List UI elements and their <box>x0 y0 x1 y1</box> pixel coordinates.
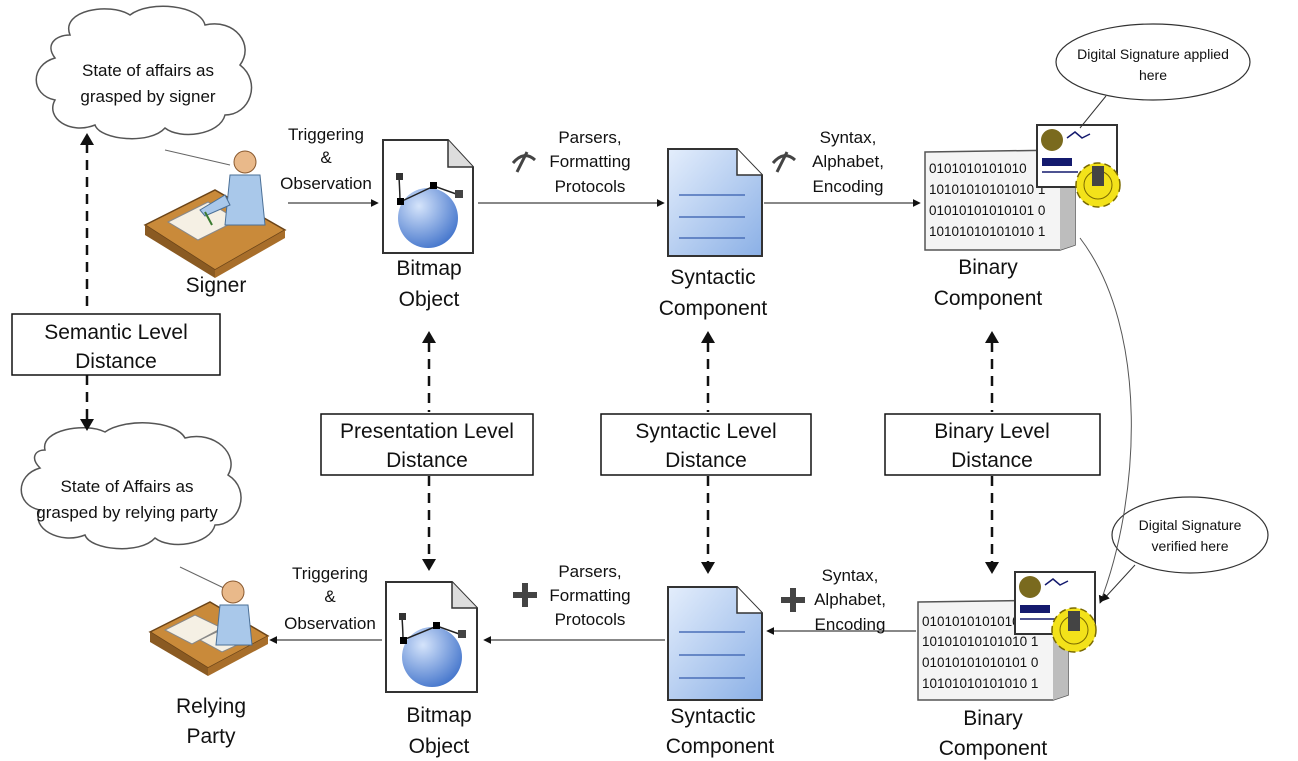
thought-signer-line1: State of affairs as <box>82 61 214 80</box>
transfer-curve-arrow <box>1079 237 1132 604</box>
syntactic-bottom-line1: Syntactic <box>670 705 755 728</box>
semantic-box-line2: Distance <box>75 350 157 373</box>
parsers-bottom-line2: Formatting <box>549 586 630 605</box>
syntax-bottom-line2: Alphabet, <box>814 590 886 609</box>
thought-signer-line2: grasped by signer <box>80 87 215 106</box>
bits-top-row2: 10101010101010 1 <box>929 182 1045 197</box>
trigger-top-line2: & <box>320 148 332 167</box>
bits-top-row4: 10101010101010 1 <box>929 224 1045 239</box>
thought-relying-line1: State of Affairs as <box>61 477 194 496</box>
binary-top-line1: Binary <box>958 256 1018 279</box>
syntax-bottom-line1: Syntax, <box>822 566 879 585</box>
syntactic-top-line2: Component <box>659 297 768 320</box>
plus-operator-bottom-2-icon <box>781 588 805 612</box>
callout-applied-line2: here <box>1139 67 1167 83</box>
semantic-distance-arrow <box>80 133 94 431</box>
signer-person-icon <box>143 150 287 278</box>
presentation-box-line1: Presentation Level <box>340 420 514 443</box>
callout-signature-applied: Digital Signature applied here <box>1055 23 1251 129</box>
parsers-top-line2: Formatting <box>549 152 630 171</box>
bitmap-object-top-icon <box>382 139 474 254</box>
trigger-bottom-line3: Observation <box>284 614 376 633</box>
binary-box-line1: Binary Level <box>934 420 1050 443</box>
gear-top-icon <box>1075 162 1121 208</box>
binary-top-line2: Component <box>934 287 1043 310</box>
relying-party-person-icon <box>148 580 270 676</box>
cross-operator-top-1-icon <box>511 151 537 173</box>
callout-verified-line1: Digital Signature <box>1139 517 1242 533</box>
bitmap-top-line1: Bitmap <box>396 257 461 280</box>
syntax-bottom-line3: Encoding <box>815 615 886 634</box>
binary-bottom-line2: Component <box>939 737 1048 760</box>
callout-verified-line2: verified here <box>1151 538 1228 554</box>
bits-top-row3: 01010101010101 0 <box>929 203 1045 218</box>
syntax-top-line1: Syntax, <box>820 128 877 147</box>
callout-applied-line1: Digital Signature applied <box>1077 46 1229 62</box>
thought-relying-line2: grasped by relying party <box>36 503 218 522</box>
relying-label-line1: Relying <box>176 695 246 718</box>
syntax-top-line2: Alphabet, <box>812 152 884 171</box>
presentation-distance-arrow <box>422 331 436 571</box>
plus-operator-bottom-1-icon <box>513 583 537 607</box>
trigger-top-line1: Triggering <box>288 125 364 144</box>
trigger-bottom-line1: Triggering <box>292 564 368 583</box>
thought-cloud-signer: State of affairs as grasped by signer <box>35 5 253 166</box>
syntax-top-line3: Encoding <box>813 177 884 196</box>
syntactic-top-line1: Syntactic <box>670 266 755 289</box>
trigger-top-line3: Observation <box>280 174 372 193</box>
cross-operator-top-2-icon <box>771 151 797 173</box>
parsers-top-line1: Parsers, <box>558 128 621 147</box>
bits-top-row1: 0101010101010 <box>929 161 1027 176</box>
trigger-bottom-line2: & <box>324 587 336 606</box>
bits-bottom-row2: 10101010101010 1 <box>922 634 1038 649</box>
syntactic-bottom-line2: Component <box>666 735 775 758</box>
signer-label: Signer <box>186 274 247 297</box>
bitmap-top-line2: Object <box>399 288 460 311</box>
syntactic-box-line1: Syntactic Level <box>635 420 776 443</box>
bits-bottom-row1: 0101010101010 <box>922 614 1020 629</box>
callout-signature-verified: Digital Signature verified here <box>1101 496 1269 602</box>
syntactic-distance-arrow <box>701 331 715 574</box>
relying-label-line2: Party <box>186 725 236 748</box>
binary-distance-box: Binary Level Distance <box>884 413 1101 476</box>
bitmap-bottom-line1: Bitmap <box>406 704 471 727</box>
binary-bottom-line1: Binary <box>963 707 1023 730</box>
bits-bottom-row3: 01010101010101 0 <box>922 655 1038 670</box>
syntactic-document-bottom-icon <box>667 586 763 701</box>
parsers-bottom-line1: Parsers, <box>558 562 621 581</box>
binary-component-top-icon: 0101010101010 10101010101010 1 010101010… <box>924 149 1076 251</box>
syntactic-document-top-icon <box>667 148 763 257</box>
syntactic-box-line2: Distance <box>665 449 747 472</box>
parsers-bottom-line3: Protocols <box>555 610 626 629</box>
thought-cloud-relying: State of Affairs as grasped by relying p… <box>20 422 242 591</box>
binary-distance-arrow <box>985 331 999 574</box>
semantic-distance-box: Semantic Level Distance <box>11 313 221 376</box>
syntactic-distance-box: Syntactic Level Distance <box>600 413 812 476</box>
semantic-box-line1: Semantic Level <box>44 321 188 344</box>
presentation-box-line2: Distance <box>386 449 468 472</box>
bits-bottom-row4: 10101010101010 1 <box>922 676 1038 691</box>
presentation-distance-box: Presentation Level Distance <box>320 413 534 476</box>
binary-box-line2: Distance <box>951 449 1033 472</box>
gear-bottom-icon <box>1051 607 1097 653</box>
bitmap-object-bottom-icon <box>385 581 478 693</box>
parsers-top-line3: Protocols <box>555 177 626 196</box>
bitmap-bottom-line2: Object <box>409 735 470 758</box>
